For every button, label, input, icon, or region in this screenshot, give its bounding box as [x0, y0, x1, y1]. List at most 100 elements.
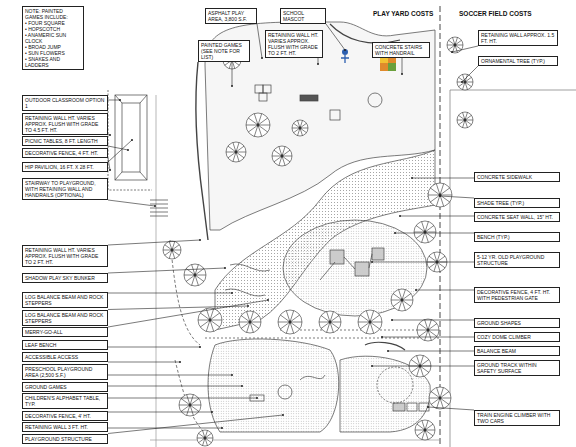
leader-line — [108, 414, 284, 434]
callout-text: CHILDREN'S ALPHABET TABLE, TYP. — [25, 395, 105, 407]
callout-text: BENCH (TYP.) — [477, 234, 557, 240]
callout-text: • FOUR SQUARE — [25, 20, 81, 26]
callout-text: OUTDOOR CLASSROOM OPTION 1 — [25, 97, 105, 109]
callout-text: RETAINING WALL HT. VARIES APPROX. FLUSH … — [25, 115, 105, 133]
leader-line — [108, 385, 243, 387]
callout-text: CONCRETE SEAT WALL, 15" HT. — [477, 214, 557, 220]
callout-box: RETAINING WALL HT. VARIES APPROX. FLUSH … — [22, 245, 108, 267]
callout-box: LOG BALANCE BEAM AND ROCK STEPPERS — [22, 310, 108, 326]
callout-box: RETAINING WALL 3 FT. HT. — [22, 422, 108, 432]
tree-symbol — [391, 289, 413, 311]
callout-box: CONCRETE SEAT WALL, 15" HT. — [474, 212, 560, 222]
leader-line — [108, 239, 201, 245]
leader-line — [411, 177, 474, 179]
callout-box: SHADOW PLAY SKY BUNKER — [22, 273, 108, 283]
callout-box: PLAYGROUND STRUCTURE — [22, 434, 108, 444]
callout-text: SCHOOL MASCOT — [283, 10, 323, 22]
leader-line — [317, 58, 319, 65]
tree-symbol — [179, 394, 201, 416]
tree-symbol — [184, 264, 206, 286]
callout-text: • BROAD JUMP — [25, 44, 81, 50]
tree-symbol — [457, 112, 473, 128]
tree-symbol — [428, 183, 452, 207]
leader-line — [108, 267, 226, 273]
section-heading: PLAY YARD COSTS — [372, 10, 434, 17]
callout-text: LOG BALANCE BEAM AND ROCK STEPPERS — [25, 312, 105, 324]
callout-text: LOG BALANCE BEAM AND ROCK STEPPERS — [25, 294, 105, 306]
section-heading: SOCCER FIELD COSTS — [458, 10, 533, 17]
callout-text: GROUND SHAPES — [477, 320, 557, 326]
tree-symbol — [292, 120, 308, 136]
leader-line — [401, 58, 403, 75]
callout-text: RETAINING WALL 3 FT. HT. — [25, 424, 105, 430]
callout-text: ORNAMENTAL TREE (TYP.) — [481, 58, 555, 64]
tree-symbol — [246, 113, 270, 137]
tree-symbol — [414, 221, 436, 243]
callout-box: PAINTED GAMES (SEE NOTE FOR LIST) — [198, 40, 250, 62]
callout-text: PICNIC TABLES, 8 FT. LENGTH — [25, 138, 105, 144]
leader-line — [439, 195, 474, 198]
callout-box: BALANCE BEAM — [474, 346, 560, 356]
leader-line — [108, 146, 129, 151]
callout-box: BENCH (TYP.) — [474, 232, 560, 242]
leader-line — [108, 361, 181, 363]
callout-text: BALANCE BEAM — [477, 348, 557, 354]
callout-text: DECORATIVE FENCE, 4 FT. HT. WITH PEDESTR… — [477, 289, 557, 301]
callout-box: PICNIC TABLES, 8 FT. LENGTH — [22, 136, 108, 146]
callout-text: ASPHALT PLAY AREA, 3,800 S.F. — [208, 10, 254, 22]
callout-box: OUTDOOR CLASSROOM OPTION 1 — [22, 95, 108, 111]
leader-line — [108, 397, 258, 399]
callout-box: DECORATIVE FENCE, 4 FT. HT. — [22, 148, 108, 158]
leader-line — [461, 66, 478, 83]
leader-line — [257, 24, 263, 59]
tree-symbol — [415, 420, 435, 440]
callout-box: RETAINING WALL HT. VARIES APPROX. FLUSH … — [22, 113, 108, 135]
leader-line — [387, 350, 474, 352]
callout-text: DECORATIVE FENCE, 4 FT. HT. — [25, 150, 105, 156]
leader-line — [371, 365, 474, 367]
callout-text: • ANAMERIC SUN CLOCK — [25, 32, 81, 44]
callout-text: RETAINING WALL HT. VARIES APPROX. FLUSH … — [268, 32, 320, 56]
leader-line — [371, 261, 474, 263]
callout-box: MERRY-GO-ALL — [22, 327, 108, 337]
callout-box: DECORATIVE FENCE, 4 FT. HT. WITH PEDESTR… — [474, 287, 560, 303]
tree-symbol — [272, 146, 292, 166]
callout-text: PAINTED GAMES (SEE NOTE FOR LIST) — [201, 42, 247, 60]
callout-box: RETAINING WALL APPROX. 1.5 FT. HT. — [478, 30, 558, 46]
tree-symbol — [197, 430, 213, 446]
leader-line — [108, 292, 233, 294]
callout-text: HIP PAVILION, 16 FT. X 28 FT. — [25, 164, 105, 170]
callout-text: • SUN FLOWERS — [25, 50, 81, 56]
leader-line — [427, 406, 474, 410]
callout-box: DECORATIVE FENCE, 4' HT. — [22, 411, 108, 421]
callout-text: PLAYGROUND STRUCTURE — [25, 436, 105, 442]
leader-line — [108, 374, 233, 376]
callout-box: RETAINING WALL HT. VARIES APPROX. FLUSH … — [265, 30, 323, 58]
callout-text: ACCESSIBLE ACCESS — [25, 354, 105, 360]
callout-text: COZY DOME CLIMBER — [477, 334, 557, 340]
leader-line — [108, 139, 133, 162]
callout-text: 5-12 YR. OLD PLAYGROUND STRUCTURE — [477, 254, 557, 266]
callout-box: CONCRETE STAIRS WITH HANDRAIL — [372, 42, 430, 58]
leader-line — [108, 134, 111, 136]
tree-symbol — [278, 310, 302, 334]
leader-line — [108, 99, 121, 101]
callout-box: SCHOOL MASCOT — [280, 8, 326, 24]
callout-box: TRAIN ENGINE CLIMBER WITH TWO CARS — [474, 410, 560, 426]
tree-symbol — [239, 311, 261, 333]
tree-symbol — [358, 310, 382, 334]
callout-box: STAIRWAY TO PLAYGROUND, WITH RETAINING W… — [22, 178, 108, 200]
callout-text: GROUND TRACK WITHIN SAFETY SURFACE — [477, 362, 557, 374]
callout-text: GROUND GAMES — [25, 384, 105, 390]
callout-box: CHILDREN'S ALPHABET TABLE, TYP. — [22, 393, 108, 409]
callout-text: SHADE TREE (TYP.) — [477, 200, 557, 206]
callout-text: TRAIN ENGINE CLIMBER WITH TWO CARS — [477, 412, 557, 424]
tree-symbol — [226, 142, 246, 162]
callout-box: GROUND SHAPES — [474, 318, 560, 328]
leader-line — [108, 200, 156, 207]
callout-text: PRESCHOOL PLAYGROUND AREA (2,500 S.F.) — [25, 366, 105, 378]
callout-text: DECORATIVE FENCE, 4' HT. — [25, 413, 105, 419]
callout-box: ASPHALT PLAY AREA, 3,800 S.F. — [205, 8, 257, 24]
callout-box: HIP PAVILION, 16 FT. X 28 FT. — [22, 162, 108, 172]
